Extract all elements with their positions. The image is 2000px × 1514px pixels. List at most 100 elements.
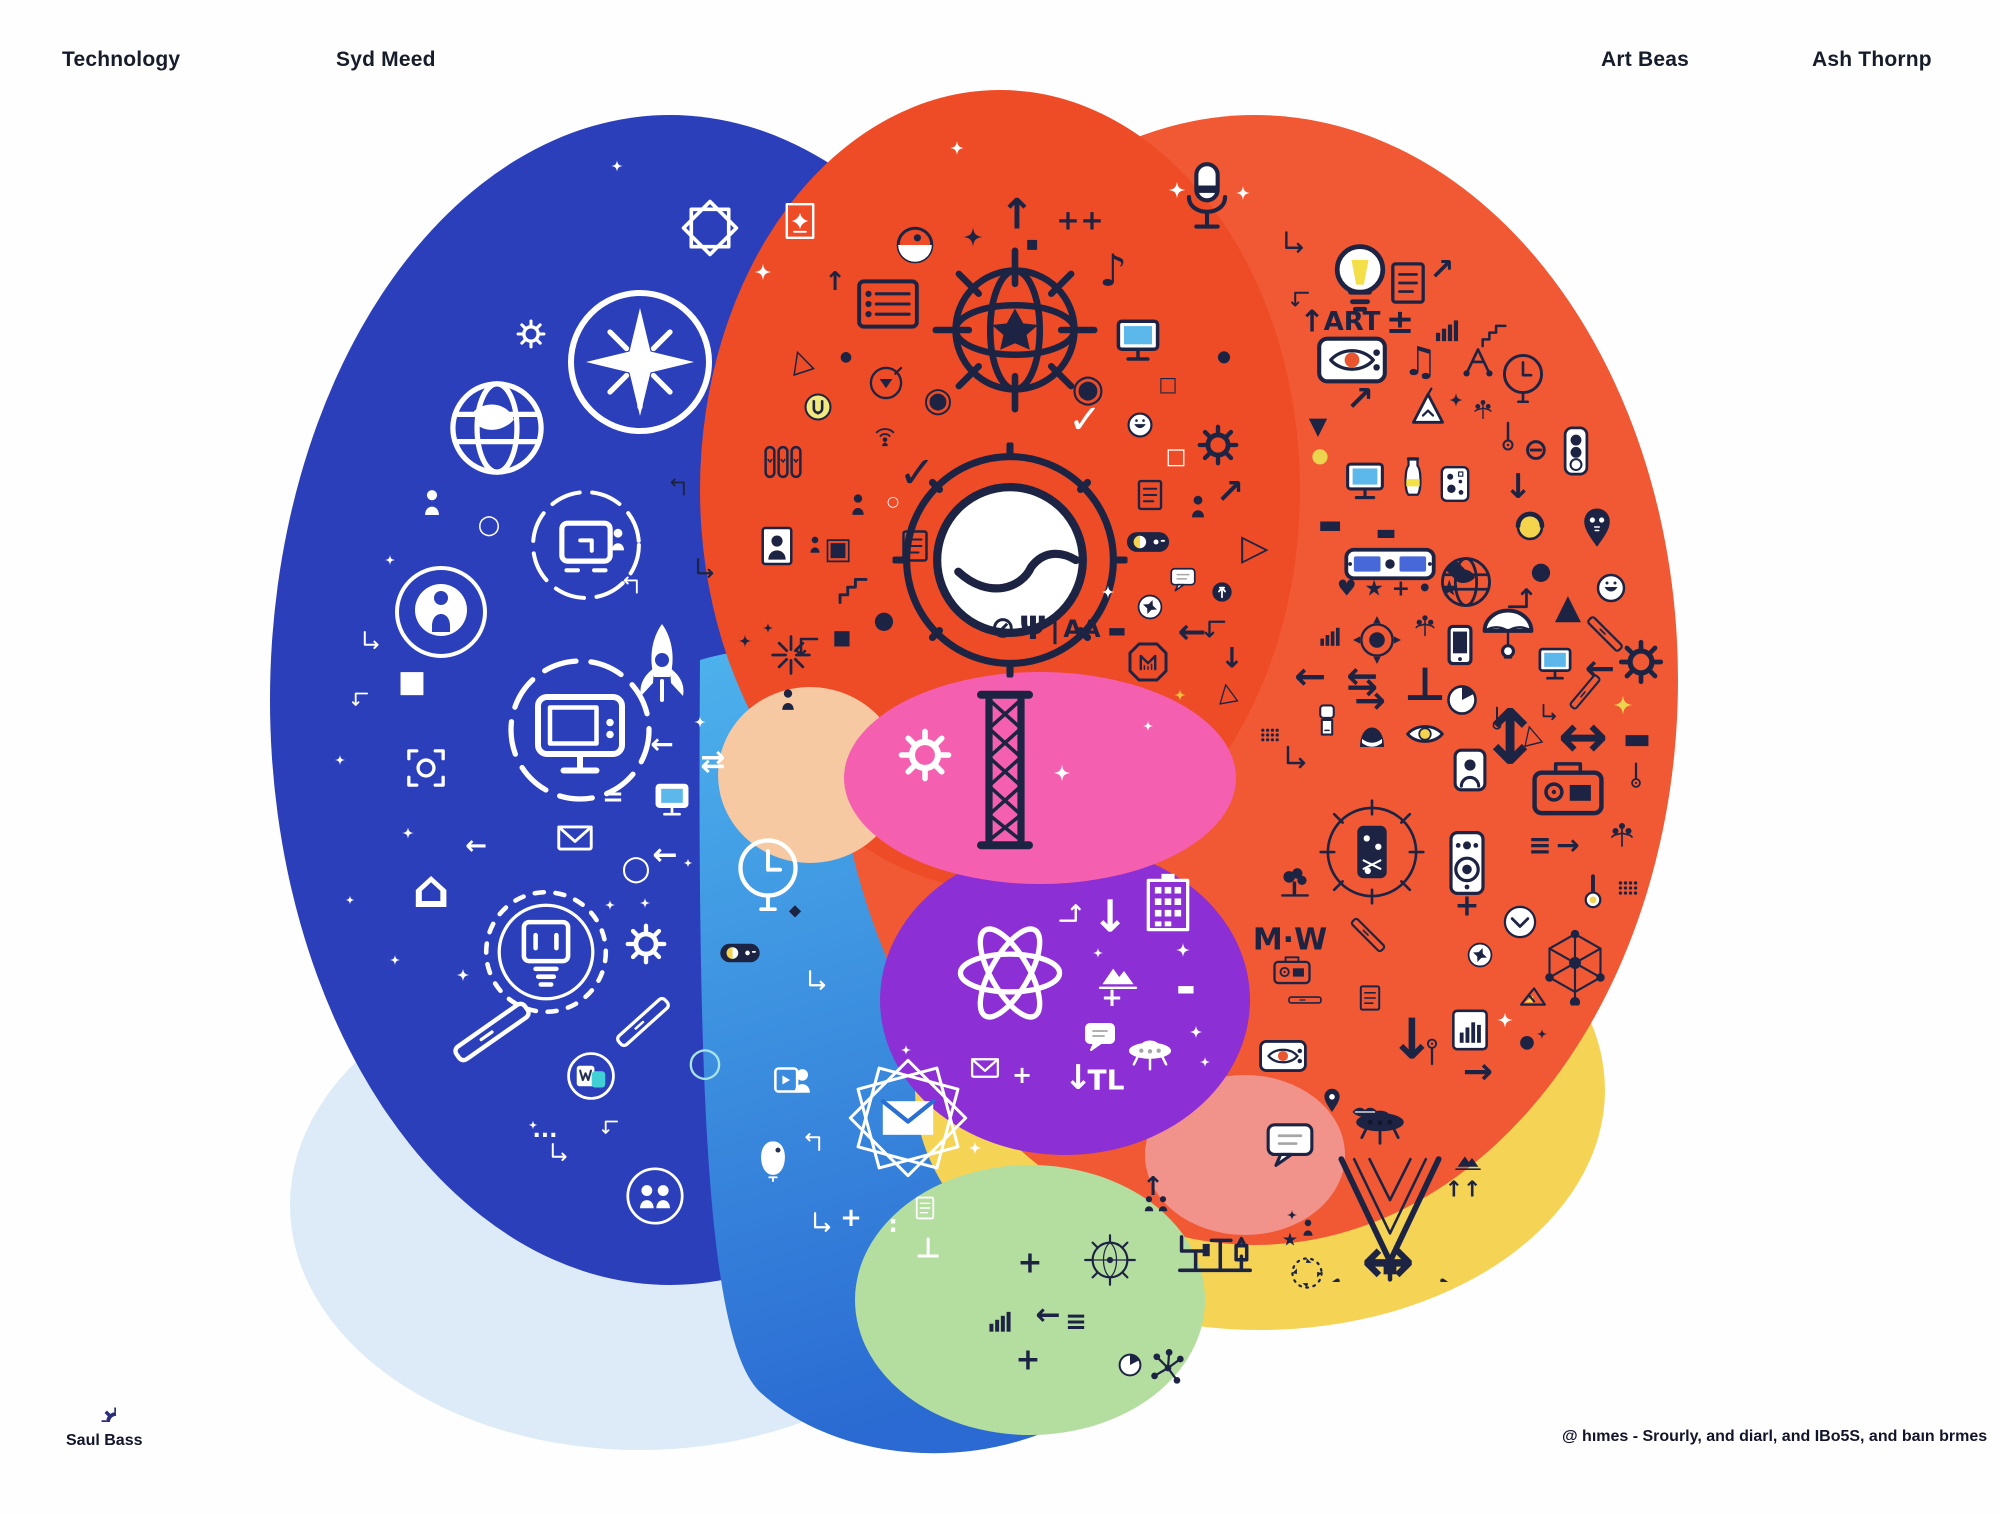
- yellow-dot-icon: ●: [1311, 443, 1328, 467]
- colon-dots-icon: :: [888, 1210, 898, 1238]
- dash-icon: ▬: [1108, 618, 1127, 642]
- lines-icon: ≡: [1065, 1307, 1087, 1337]
- letters-aa-icon: AA: [1063, 615, 1101, 643]
- region-pink-overlap: [844, 672, 1236, 884]
- arrow-up-icon: ↑: [1142, 1172, 1164, 1202]
- dash-lines-icon: =: [602, 782, 624, 812]
- head-dot-icon: ◉: [923, 380, 953, 420]
- arrow-right-icon: →: [1556, 829, 1579, 862]
- plus-icon: +: [1015, 1343, 1040, 1378]
- plus-minus-icon: ±: [1386, 302, 1415, 342]
- envelope-circle-icon: [1503, 905, 1537, 939]
- music-notes-icon: ♫: [1402, 339, 1438, 385]
- camera-pill-icon: [1125, 531, 1171, 553]
- music-note-icon: ♪: [1099, 246, 1127, 297]
- smiley-face-icon: [1596, 573, 1626, 603]
- arrow-left-icon: ←: [1178, 612, 1207, 652]
- smartphone-icon: [1447, 624, 1473, 666]
- black-square-icon: ■: [833, 625, 852, 649]
- dots-icon: ···: [532, 1124, 557, 1149]
- arrow-upright-icon: ↗: [1346, 379, 1375, 419]
- stand-icon: ⊥: [1404, 657, 1446, 711]
- venn-icons: ○■○⌂=←←←⇄···↑▪++♪◉◉□●△●✓✓○▣●⊘Ψ|AA▬■↑↗↑AR…: [334, 140, 1661, 1385]
- black-pill-icon: ▬: [1376, 521, 1397, 546]
- credit-text: @ hımes - Srourly, and diarl, and IBo5S,…: [1562, 1428, 1988, 1445]
- arrow-up-icon: ↑: [824, 267, 846, 297]
- plus-icon: +: [1017, 1246, 1042, 1281]
- arrow-right-icon: →: [1463, 1052, 1493, 1093]
- up-arrows-icon: ↑↑: [1445, 1178, 1482, 1203]
- skull-face-icon: [1127, 412, 1153, 438]
- label-art-beas: Art Beas: [1601, 48, 1689, 71]
- arrow-left-icon: ←: [1035, 1298, 1060, 1333]
- plus-icon: +: [1080, 204, 1103, 237]
- tl-label-icon: TL: [1088, 1064, 1125, 1097]
- gear-icon: [78, 1384, 116, 1422]
- half-circle-icon: [1118, 1353, 1142, 1377]
- triangle-path-icon: ▷: [1241, 528, 1269, 569]
- arrow-up-icon: ↑: [1299, 305, 1324, 340]
- mw-label-icon: M·W: [1253, 923, 1327, 958]
- stand-icon: ⊥: [915, 1232, 941, 1265]
- photo-card-icon: [761, 526, 793, 566]
- arrow-down-icon: ↓: [1504, 467, 1533, 507]
- battery-icon: ▬: [1623, 722, 1651, 757]
- dot-icon: ○: [887, 494, 899, 510]
- server-icon: [1344, 547, 1436, 581]
- star-icon: ★: [1282, 1230, 1298, 1251]
- arrow-left-icon: ←: [650, 728, 673, 761]
- plus-icon: +: [1012, 1061, 1032, 1089]
- arrow-down-pin-icon: ↓: [1092, 892, 1129, 943]
- arrow-left-icon: ←: [652, 838, 677, 873]
- dot-icon: ●: [874, 606, 895, 634]
- star-jack-icon: [1467, 942, 1493, 968]
- minus-circle-icon: ⊖: [1523, 433, 1548, 468]
- webcam-card-icon: [1259, 1040, 1307, 1072]
- psi-icon: Ψ: [1019, 609, 1046, 647]
- lines-icon: ≡: [1528, 829, 1551, 862]
- label-ash-thornp: Ash Thornp: [1812, 48, 1932, 71]
- label-syd-meed: Syd Meed: [336, 48, 436, 71]
- usb-plug-icon: [1319, 704, 1335, 736]
- arrow-down-icon: ↓: [1064, 1058, 1093, 1098]
- artist-label: Saul Bass: [66, 1432, 143, 1449]
- double-arrow-icon: ⇆: [1346, 659, 1378, 703]
- white-square-icon: ■: [398, 665, 426, 700]
- arrow-left-icon: ←: [465, 831, 487, 861]
- person-arch-card-icon: [1453, 748, 1487, 792]
- arrow-upright-icon: ↗: [1429, 253, 1454, 288]
- region-purple-overlap: [880, 845, 1250, 1155]
- u-badge-icon: [804, 393, 832, 421]
- region-green-overlap: [855, 1165, 1205, 1435]
- small-bottle-icon: ▪: [1025, 231, 1039, 255]
- chart-card-icon: [1452, 1009, 1488, 1051]
- art-label-icon: ART: [1324, 307, 1381, 337]
- eye-ball-icon: ◉: [1071, 366, 1104, 410]
- arrow-vertical-icon: ↕: [1478, 693, 1542, 782]
- arrow-left-icon: ←: [1294, 654, 1326, 698]
- circle-outline-icon: ○: [478, 510, 501, 540]
- bottle-icon: [1403, 457, 1423, 497]
- double-arrow-icon: ⇄: [700, 745, 725, 780]
- ring-icon: ○: [688, 1039, 723, 1085]
- dash-icon: ▬: [1177, 976, 1196, 1000]
- plus-icon: +: [1056, 204, 1079, 237]
- camera-pill-icon: [719, 942, 761, 964]
- arrow-down-long-icon: ↓: [1389, 1008, 1436, 1073]
- arrow-left-icon: ←: [1585, 649, 1615, 690]
- bar-icon: |: [1050, 612, 1060, 645]
- symbol-row-icon: ♥ ★ + • ★: [1337, 577, 1459, 602]
- small-square-icon: □: [1159, 372, 1178, 396]
- arrow-upright-icon: ↗: [1216, 472, 1245, 512]
- region-peach-overlap: [718, 687, 902, 863]
- venn-regions: [270, 90, 1678, 1454]
- pie-chart-icon: [1447, 685, 1477, 715]
- plus-icon: +: [1101, 983, 1123, 1013]
- arrow-down-icon: ↓: [1220, 642, 1243, 675]
- bookmark-icon: ▼: [1309, 412, 1328, 440]
- eye-card-icon: [1319, 339, 1385, 382]
- dot-icon: ●: [1531, 557, 1552, 585]
- plug-box-icon: ▣: [824, 532, 852, 567]
- traffic-light-icon: [1563, 426, 1589, 476]
